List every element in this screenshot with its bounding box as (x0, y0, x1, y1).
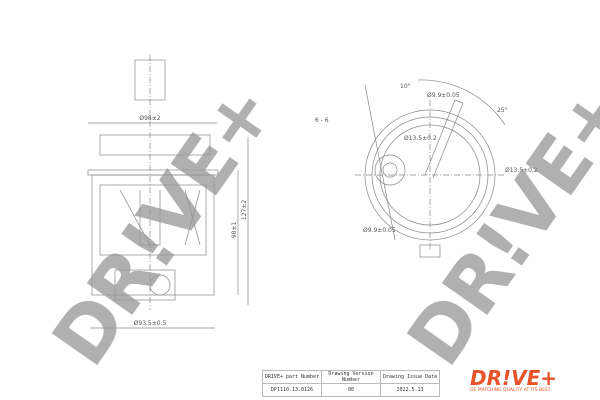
dim-top-diameter: Ø98±2 (139, 115, 160, 122)
dim-port-right: Ø13.5±0.2 (505, 167, 538, 174)
value-version: 00 (321, 383, 381, 397)
title-block: DRIVE+ part Number Drawing Version Numbe… (262, 370, 440, 397)
header-version: Drawing Version Number (321, 370, 381, 384)
section-label: 6 - 6 (315, 117, 329, 124)
header-issue-date: Drawing Issue Date (380, 370, 440, 384)
side-view (87, 55, 249, 329)
dim-port-top: Ø9.9±0.05 (427, 92, 460, 99)
value-issue-date: 2022.5.13 (380, 383, 440, 397)
dim-port-bottom: Ø9.9±0.05 (363, 227, 396, 234)
dim-total-height: 127±2 (241, 200, 248, 220)
logo-tagline: OE MATCHING QUALITY AT ITS BEST (470, 388, 551, 393)
dim-angle-left: 10° (400, 83, 411, 90)
dim-port-mid: Ø13.5±0.2 (404, 135, 437, 142)
dim-body-height: 98±1 (231, 222, 238, 239)
top-view (355, 79, 506, 258)
dim-bottom-diameter: Ø93.5±0.5 (134, 320, 167, 327)
logo-text: DR!VE+ (470, 366, 558, 390)
drive-logo: DR!VE+ OE MATCHING QUALITY AT ITS BEST (470, 368, 588, 398)
dim-angle-right: 25° (497, 107, 508, 114)
value-part-number: DP1110.13.0126 (262, 383, 322, 397)
header-part-number: DRIVE+ part Number (262, 370, 322, 384)
